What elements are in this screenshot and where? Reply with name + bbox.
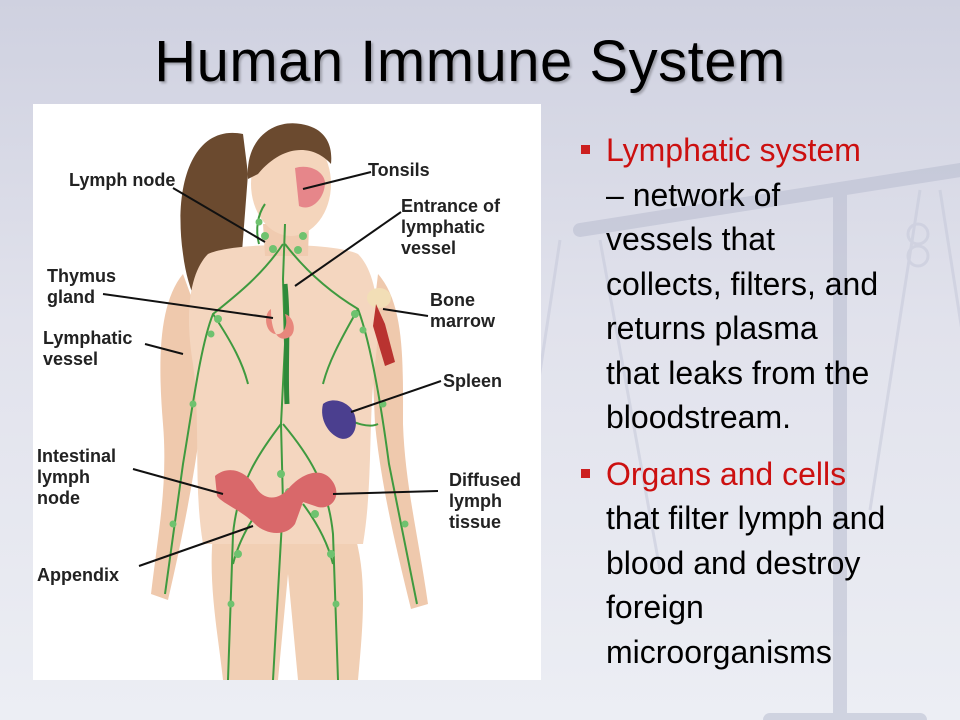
label-tonsils: Tonsils xyxy=(368,160,430,180)
thoracic-duct-shape xyxy=(282,283,290,405)
label-thymus-gland: Thymus gland xyxy=(47,266,117,307)
bullet-organs-and-cells: Organs and cells that filter lymph and b… xyxy=(578,452,948,675)
label-spleen: Spleen xyxy=(443,371,503,391)
bullet-lymphatic-system: Lymphatic system – network of vessels th… xyxy=(578,128,948,440)
label-entrance-of-lymphatic-vessel: Entrance of lymphatic vessel xyxy=(401,196,501,258)
bullet-marker-icon xyxy=(581,468,590,478)
bullet-highlight: Organs and cells xyxy=(606,455,847,492)
legs-shape xyxy=(211,529,363,680)
bullet-text: that filter lymph and blood and destroy … xyxy=(606,500,886,670)
bullet-marker-icon xyxy=(581,145,590,154)
label-appendix: Appendix xyxy=(37,565,120,585)
bullet-list: Lymphatic system – network of vessels th… xyxy=(578,128,948,674)
thymus-gland-shape xyxy=(266,309,294,339)
bullet-highlight: Lymphatic system xyxy=(606,132,861,168)
left-arm-shape xyxy=(151,274,205,600)
human-body-illustration xyxy=(102,123,442,680)
slide-title: Human Immune System xyxy=(154,29,786,94)
leader-lines-group xyxy=(102,171,442,567)
label-intestinal-lymph-node: Intestinal lymph node xyxy=(37,446,117,508)
bullet-text: – network of vessels that collects, filt… xyxy=(606,176,879,436)
hair-top-shape xyxy=(247,123,332,179)
bone-marrow-shape xyxy=(367,288,391,308)
label-lymphatic-vessel: Lymphatic vessel xyxy=(43,328,133,369)
label-lymph-node: Lymph node xyxy=(69,170,176,190)
label-diffused-lymph-tissue: Diffused lymph tissue xyxy=(449,470,521,532)
bone-marrow-red-shape xyxy=(373,304,395,366)
lymphatic-system-diagram: Lymph node Tonsils Entrance of lymphatic… xyxy=(33,104,541,680)
spleen-shape xyxy=(322,400,356,439)
intestine-shape xyxy=(215,470,337,534)
scale-background-icon xyxy=(540,163,960,720)
label-bone-marrow: Bone marrow xyxy=(430,290,496,331)
